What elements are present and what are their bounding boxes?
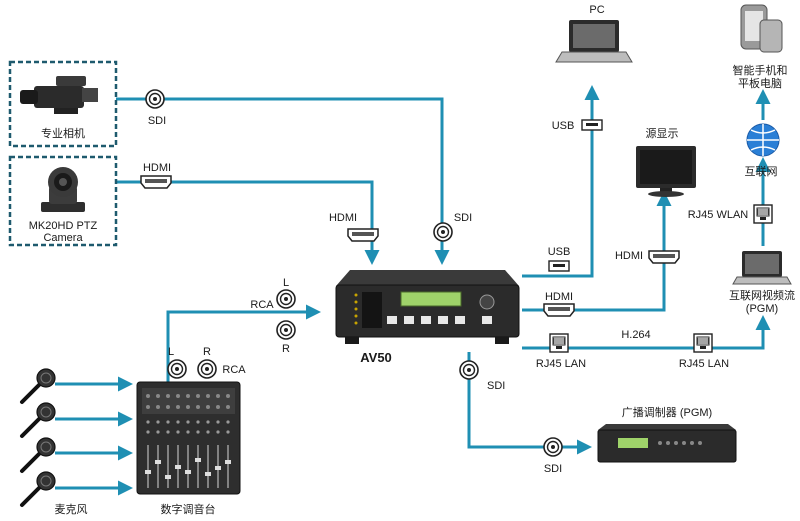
hdmi-connector-input xyxy=(347,228,379,242)
ptz-camera-label-line2: Camera xyxy=(43,232,83,244)
sdi-modulator-label: SDI xyxy=(544,463,562,475)
usb-out-label: USB xyxy=(548,246,571,258)
mic-lines xyxy=(55,376,133,496)
mixer-rca-label: RCA xyxy=(222,364,246,376)
rj45-connector-1 xyxy=(549,333,569,353)
sdi-input-label: SDI xyxy=(454,212,472,224)
sdi-out-label: SDI xyxy=(487,380,505,392)
mobile-label-line2: 平板电脑 xyxy=(738,76,782,90)
stream-label-line2: (PGM) xyxy=(746,303,778,315)
sdi-connector-camera xyxy=(145,89,165,109)
rca-l-connector xyxy=(276,289,296,309)
pc-label: PC xyxy=(589,4,604,16)
mixer-l-label: L xyxy=(168,346,174,358)
av50-device: AV50 xyxy=(335,270,520,365)
mobile-label-line1: 智能手机和 xyxy=(733,63,788,77)
pc-device: PC xyxy=(555,4,633,63)
mixer-r-connector xyxy=(197,359,217,379)
hdmi-input-label: HDMI xyxy=(329,212,357,224)
hdmi-connector-monitor xyxy=(648,250,680,264)
microphones: 麦克风 xyxy=(20,367,88,516)
rj45-connector-wlan xyxy=(753,204,773,224)
rj45-connector-2 xyxy=(693,333,713,353)
sdi-connector-out xyxy=(459,360,479,380)
microphone-1-icon xyxy=(20,367,57,404)
microphone-3-icon xyxy=(20,436,57,473)
modulator-label: 广播调制器 (PGM) xyxy=(622,405,712,419)
rca-r-label: R xyxy=(282,343,290,355)
ptz-camera: MK20HD PTZ Camera xyxy=(8,155,118,247)
av50-label: AV50 xyxy=(360,350,392,365)
line-h264-stream xyxy=(522,315,771,350)
monitor-label: 源显示 xyxy=(646,126,679,140)
internet-label: 互联网 xyxy=(745,165,778,178)
h264-label: H.264 xyxy=(621,329,650,341)
ptz-camera-dashed-box xyxy=(8,155,118,247)
pro-camera-icon xyxy=(20,76,98,114)
mobile-device: 智能手机和 平板电脑 xyxy=(733,4,788,90)
rj45-lan-1-label: RJ45 LAN xyxy=(536,358,586,370)
pro-camera-label: 专业相机 xyxy=(41,126,85,140)
microphone-4-icon xyxy=(20,470,57,507)
sdi-camera-label: SDI xyxy=(148,115,166,127)
hdmi-camera-label: HDMI xyxy=(143,162,171,174)
line-mixer-audio xyxy=(166,304,321,383)
monitor-device: 源显示 xyxy=(636,126,696,197)
internet-cloud: 互联网 xyxy=(745,123,780,178)
microphones-label: 麦克风 xyxy=(55,503,88,516)
modulator-device: 广播调制器 (PGM) xyxy=(597,405,737,463)
pro-camera: 专业相机 xyxy=(8,60,118,148)
rj45-lan-2-label: RJ45 LAN xyxy=(679,358,729,370)
line-usb-pc xyxy=(522,85,600,278)
mixer-label: 数字调音台 xyxy=(161,502,216,516)
usb-pc-label: USB xyxy=(552,120,575,132)
usb-connector-out xyxy=(548,260,570,272)
hdmi-out-label: HDMI xyxy=(545,291,573,303)
rca-l-label: L xyxy=(283,277,289,289)
rca-input-label: RCA xyxy=(250,299,274,311)
mixer-device: 数字调音台 xyxy=(136,381,241,516)
mixer-l-connector xyxy=(167,359,187,379)
ptz-camera-label-line1: MK20HD PTZ xyxy=(29,220,98,232)
usb-connector-pc xyxy=(581,119,603,131)
line-pro-camera-sdi xyxy=(116,97,450,265)
connectors: SDI HDMI HDMI SDI L R RCA L R RCA USB US… xyxy=(140,89,773,475)
sdi-connector-modulator xyxy=(543,437,563,457)
pro-camera-dashed-box xyxy=(8,60,118,148)
sdi-connector-input xyxy=(433,222,453,242)
ptz-camera-icon xyxy=(41,167,85,212)
hdmi-connector-camera xyxy=(140,175,172,189)
hdmi-monitor-label: HDMI xyxy=(615,250,643,262)
mixer-r-label: R xyxy=(203,346,211,358)
microphone-2-icon xyxy=(20,401,57,438)
stream-label-line1: 互联网视频流 xyxy=(729,288,795,302)
rca-r-connector xyxy=(276,320,296,340)
stream-laptop: 互联网视频流 (PGM) xyxy=(729,251,795,315)
hdmi-connector-out xyxy=(543,303,575,317)
rj45-wlan-label: RJ45 WLAN xyxy=(688,209,749,221)
